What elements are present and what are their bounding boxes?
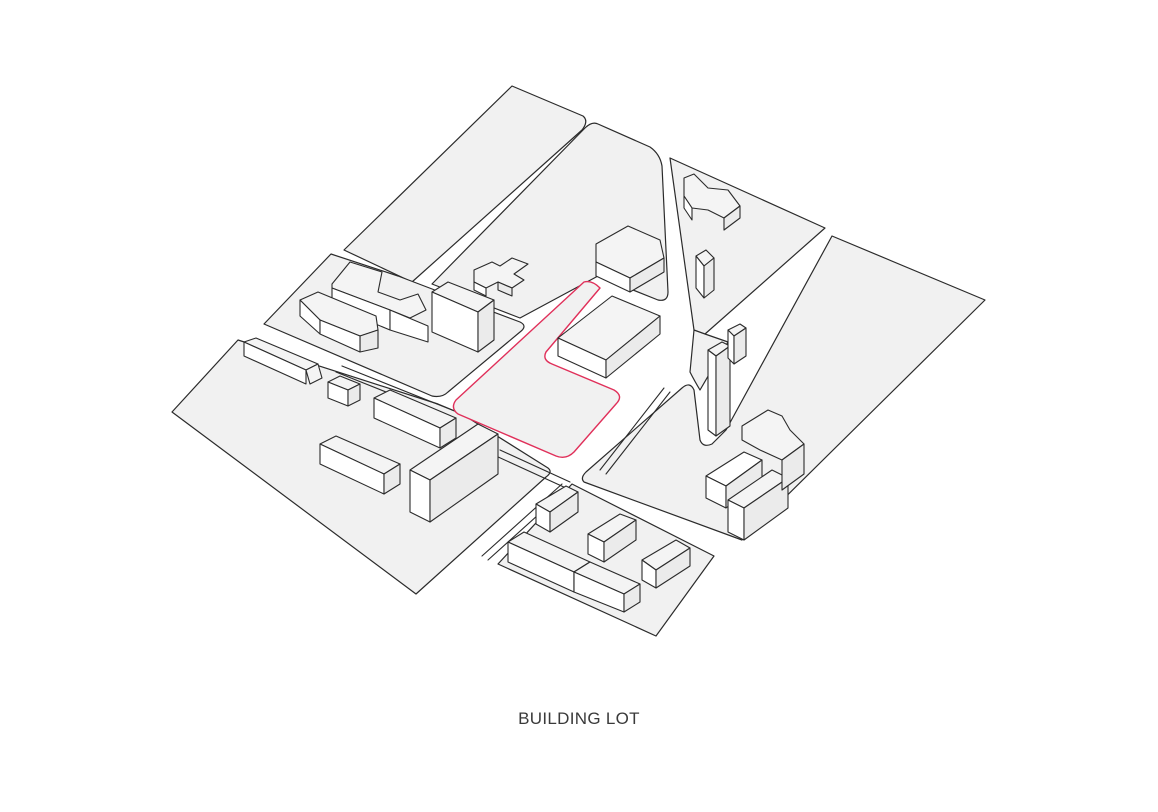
median-line-center-south bbox=[495, 455, 567, 489]
building-east-strip bbox=[707, 323, 747, 437]
block-north-west-strip bbox=[343, 85, 587, 283]
building-west-tall bbox=[431, 281, 495, 353]
building-south-west-long bbox=[373, 389, 457, 449]
median-line-center-south-2 bbox=[499, 449, 571, 483]
building-north-east-cluster bbox=[683, 173, 741, 299]
building-north-cross bbox=[473, 257, 529, 297]
block-east-large bbox=[581, 235, 986, 541]
median-line-west-2 bbox=[341, 365, 463, 415]
diagram-caption: BUILDING LOT bbox=[518, 709, 640, 728]
building-south-row bbox=[507, 485, 691, 613]
building-center-box bbox=[557, 295, 661, 379]
building-north-cluster bbox=[595, 225, 665, 293]
building-west-complex bbox=[299, 261, 429, 353]
building-south-west-slab bbox=[409, 423, 499, 523]
building-east-complex bbox=[705, 409, 805, 541]
median-line-east bbox=[599, 387, 665, 471]
median-line-east-2 bbox=[605, 391, 671, 475]
building-south-west-terrace bbox=[319, 435, 401, 495]
building-south-west-row bbox=[243, 337, 361, 407]
building-lot-outline bbox=[452, 280, 621, 459]
